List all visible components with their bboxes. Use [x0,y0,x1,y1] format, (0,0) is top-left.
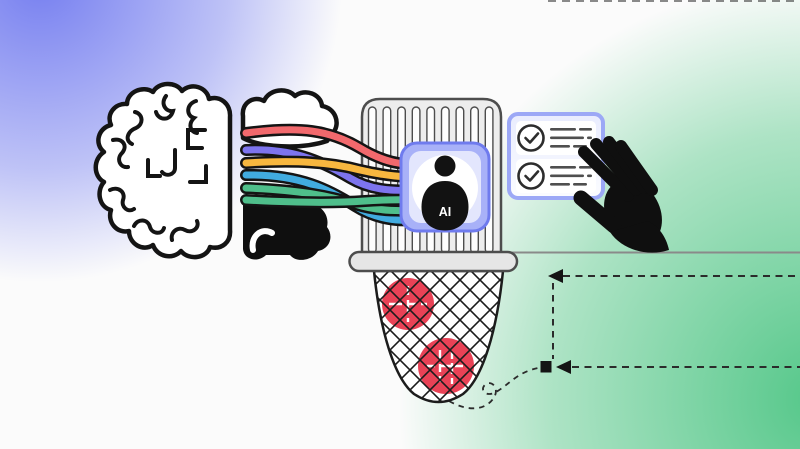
row-text-lines [550,166,592,186]
arrowhead-icon [548,269,563,283]
wire-teal [240,193,430,209]
grate-rim [348,250,519,273]
check-icon [517,162,545,190]
checklist-row [516,121,596,155]
brain-base-highlight [249,228,275,253]
flow-dashed-paths [448,269,800,410]
checklist-card [507,112,605,200]
square-marker-icon [540,361,552,373]
check-icon [517,124,545,152]
net-basket-icon [372,269,505,404]
basket-outline [372,269,505,404]
ai-badge: AI [399,141,491,233]
checklist-row [516,159,596,193]
arrowhead-icon [556,360,571,374]
brain-right-hemisphere-base [243,203,331,260]
ai-person-icon: AI [421,155,469,231]
ai-label: AI [439,205,452,219]
brain-icon [93,81,339,260]
hand-icon [573,136,669,253]
row-text-lines [550,128,592,148]
brain-gyri-squiggles [108,94,208,242]
net-mesh [374,271,503,402]
basket-dashed-curl [448,366,542,410]
